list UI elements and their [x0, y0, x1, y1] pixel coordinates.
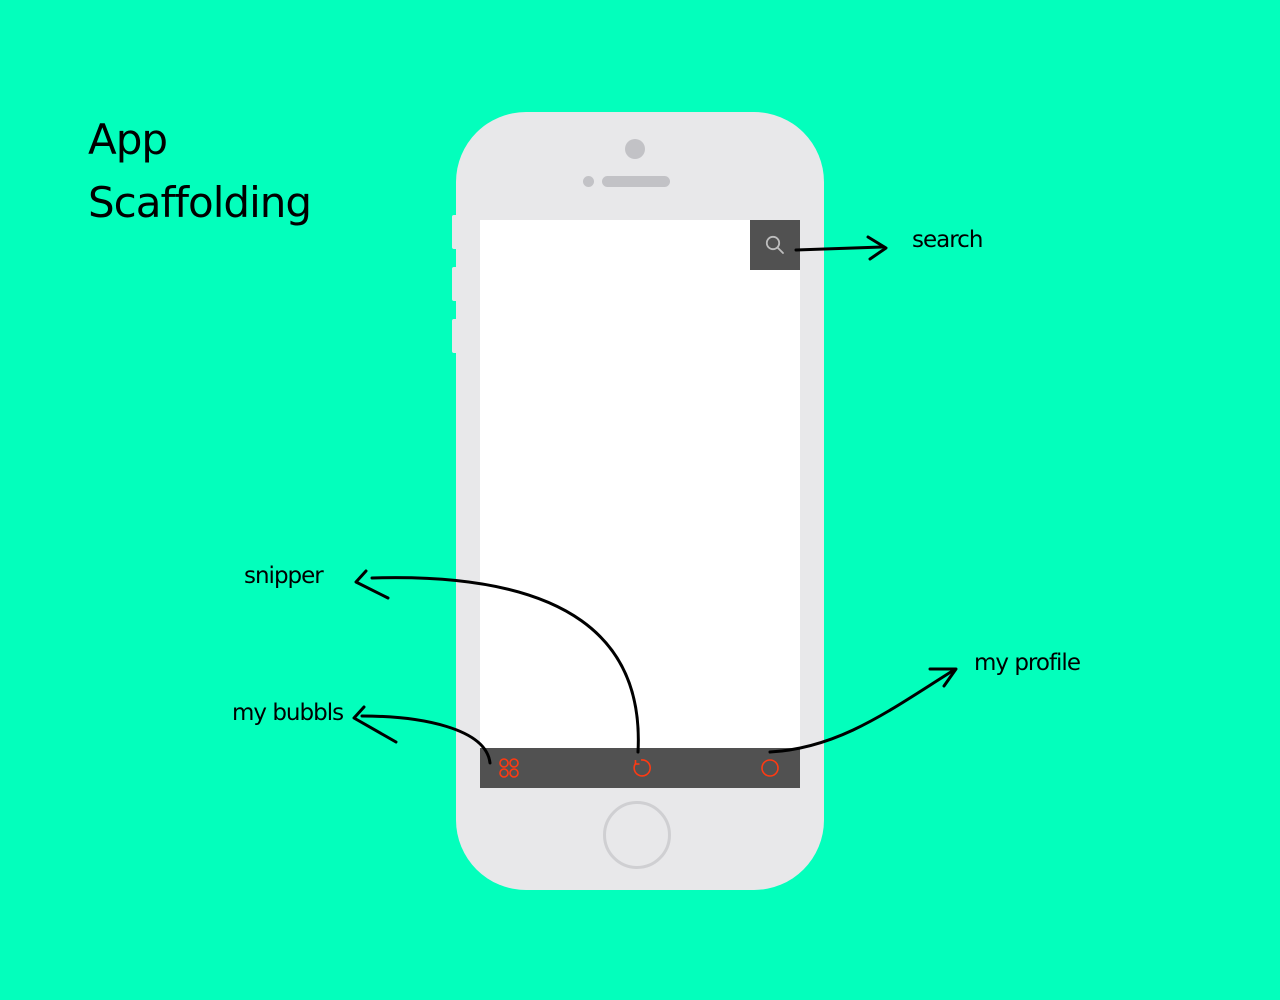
circle-icon	[761, 759, 779, 777]
mute-switch	[452, 215, 458, 249]
snipper-arrowhead	[354, 569, 390, 600]
annotation-my-profile: my profile	[974, 650, 1081, 676]
tab-bar	[480, 748, 800, 788]
annotation-my-bubbles: my bubbls	[232, 700, 344, 726]
my-bubbles-arrowhead	[352, 705, 398, 744]
tab-my-profile[interactable]	[750, 748, 790, 788]
title-line-1: App	[88, 115, 168, 164]
page-title: App Scaffolding	[88, 108, 312, 234]
title-line-2: Scaffolding	[88, 178, 312, 227]
phone-mockup	[452, 112, 824, 890]
search-icon	[765, 235, 784, 254]
refresh-circle-icon	[633, 759, 651, 777]
annotation-search: search	[912, 227, 983, 253]
search-arrowhead	[866, 235, 888, 261]
phone-screen	[480, 220, 800, 788]
annotation-snipper: snipper	[244, 563, 324, 589]
volume-up-button	[452, 267, 458, 301]
tab-my-bubbles[interactable]	[489, 748, 529, 788]
volume-down-button	[452, 319, 458, 353]
home-button[interactable]	[603, 801, 671, 869]
front-camera	[625, 139, 645, 159]
proximity-sensor	[583, 176, 594, 187]
earpiece-speaker	[602, 176, 670, 187]
my-profile-arrowhead	[928, 667, 958, 688]
four-circles-icon	[499, 758, 519, 778]
tab-snipper[interactable]	[621, 748, 661, 788]
search-button[interactable]	[750, 220, 800, 270]
